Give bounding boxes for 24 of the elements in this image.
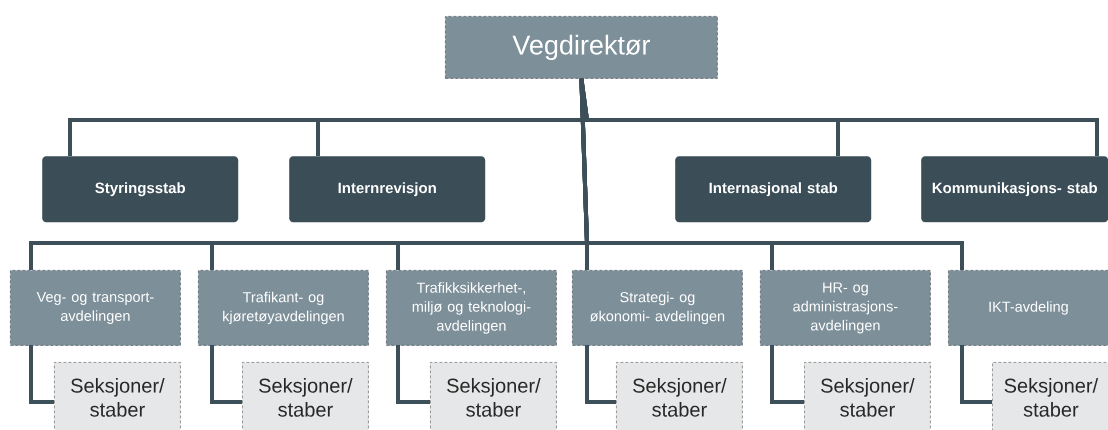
director-box: Vegdirektør [445,16,718,79]
staff-box: Kommunikasjons- stab [921,156,1108,223]
department-box: Strategi- og økonomi- avdelingen [572,270,743,346]
section-box: Seksjoner/ staber [992,362,1108,430]
staff-box: Internrevisjon [289,156,486,223]
staff-box: Internasjonal stab [675,156,872,223]
department-box: Veg- og transport- avdelingen [10,270,181,346]
connector-line [210,345,242,404]
connector-line [579,78,964,270]
connector-line [585,345,616,404]
section-box: Seksjoner/ staber [804,362,931,430]
section-box: Seksjoner/ staber [242,362,369,430]
connector-line [29,345,54,404]
department-box: IKT-avdeling [948,270,1108,346]
connector-line [396,345,430,404]
staff-box: Styringsstab [42,156,239,223]
department-box: Trafikant- og kjøretøyavdelingen [198,270,369,346]
section-box: Seksjoner/ staber [430,362,557,430]
department-box: Trafikksikkerhet-, miljø og teknologi- avdelingen [386,270,557,346]
connector-line [770,345,804,404]
section-box: Seksjoner/ staber [54,362,181,430]
section-box: Seksjoner/ staber [616,362,743,430]
department-box: HR- og administrasjons- avdelingen [760,270,931,346]
connector-line [960,345,992,404]
